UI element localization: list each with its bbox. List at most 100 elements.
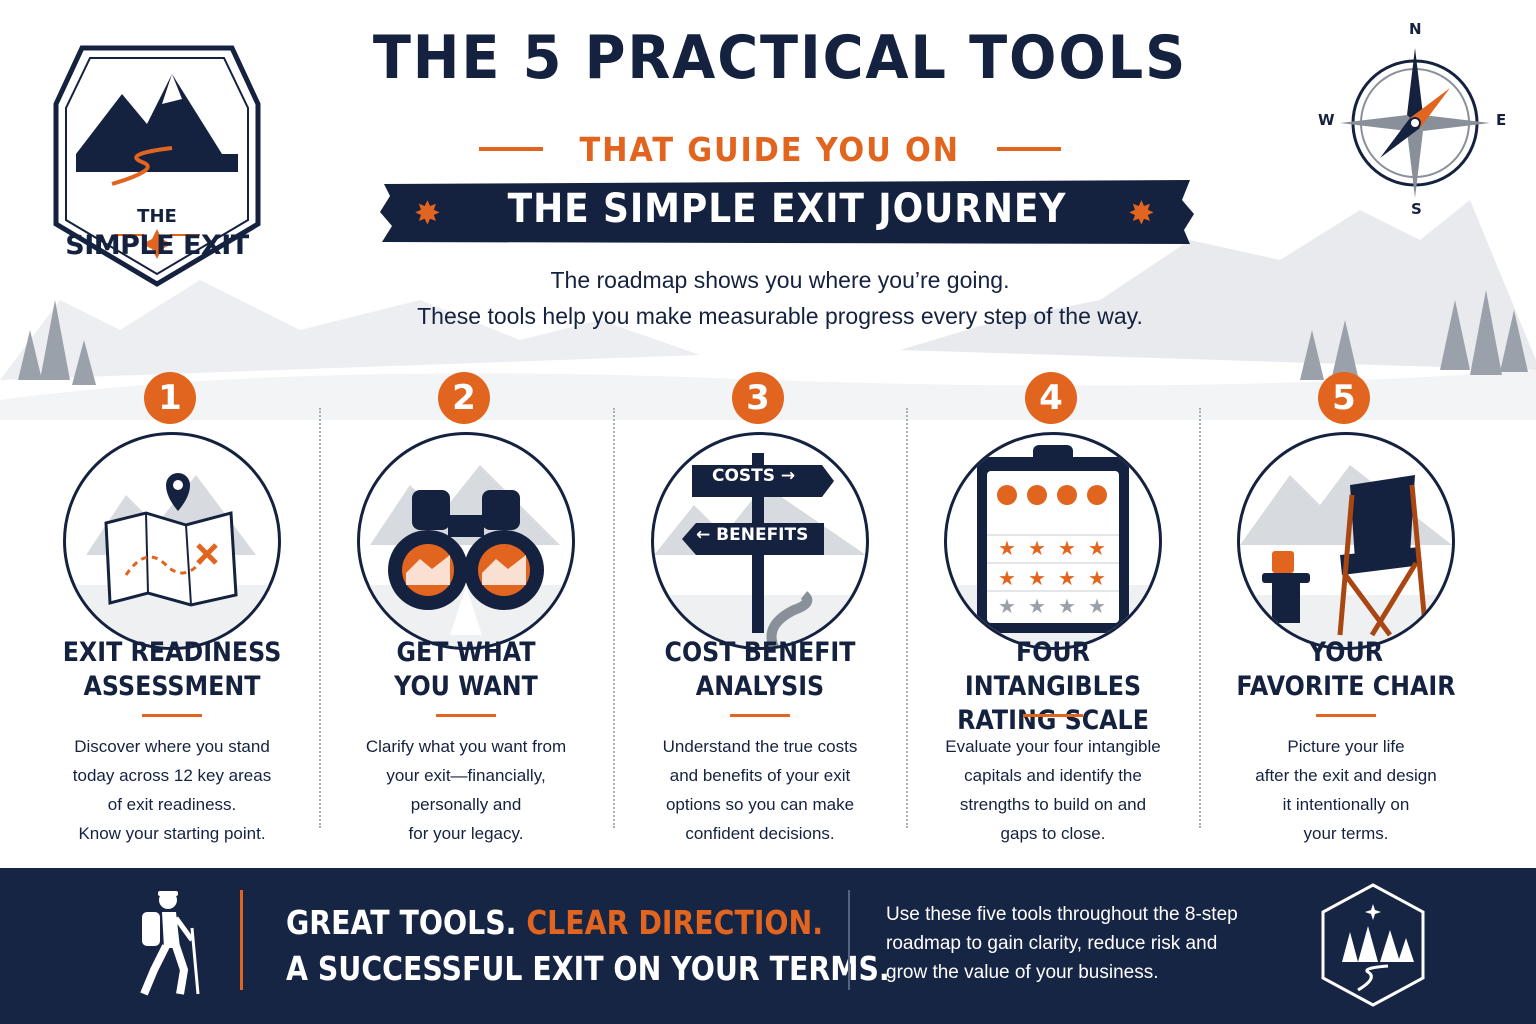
tool-title: COST BENEFIT ANALYSIS	[632, 636, 889, 704]
compass-east: E	[1496, 111, 1507, 129]
svg-text:★: ★	[998, 536, 1016, 560]
tool-number-badge: 5	[1318, 372, 1370, 424]
desc-line: Understand the true costs	[662, 737, 858, 756]
page-title: THE 5 PRACTICAL TOOLS	[372, 23, 1188, 93]
desc-line: and benefits of your exit	[669, 766, 851, 785]
tool-title: YOUR FAVORITE CHAIR	[1218, 636, 1475, 704]
column-separator	[319, 408, 321, 828]
column-separator	[1199, 408, 1201, 828]
svg-text:★: ★	[1058, 536, 1076, 560]
svg-text:★: ★	[1058, 594, 1076, 618]
title-underline	[1023, 714, 1083, 717]
footer-divider	[848, 890, 850, 990]
title-underline	[730, 714, 790, 717]
signpost-icon: COSTS → ← BENEFITS	[651, 432, 869, 650]
compass-south: S	[1411, 200, 1422, 218]
desc-line: Evaluate your four intangible	[945, 737, 1161, 756]
desc-line: strengths to build on and	[959, 795, 1147, 814]
desc-line: your terms.	[1303, 824, 1389, 843]
intro-text: The roadmap shows you where you’re going…	[300, 262, 1260, 334]
logo-name-label: SIMPLE EXIT	[65, 230, 249, 261]
tool-number-badge: 1	[144, 372, 196, 424]
compass-west: W	[1318, 111, 1335, 129]
tool-title: GET WHAT YOU WANT	[338, 636, 595, 704]
tool-title-line-1: GET WHAT	[396, 637, 536, 668]
svg-text:★: ★	[1028, 566, 1046, 590]
slogan-line-2: A SUCCESSFUL EXIT ON YOUR TERMS.	[286, 949, 890, 988]
page-subtitle: THAT GUIDE YOU ON	[579, 129, 961, 169]
title-underline	[142, 714, 202, 717]
desc-line: personally and	[410, 795, 522, 814]
svg-text:★: ★	[1028, 594, 1046, 618]
footer-desc-line: grow the value of your business.	[886, 962, 1159, 983]
tool-number-badge: 4	[1025, 372, 1077, 424]
tool-title-line-1: COST BENEFIT	[664, 637, 856, 668]
footer-desc-line: roadmap to gain clarity, reduce risk and	[886, 933, 1218, 954]
tool-title-line-2: FAVORITE CHAIR	[1236, 671, 1456, 702]
slogan-clear-direction: CLEAR DIRECTION.	[526, 903, 824, 942]
svg-text:★: ★	[1058, 566, 1076, 590]
intro-line-1: The roadmap shows you where you’re going…	[550, 267, 1010, 293]
intro-line-2: These tools help you make measurable pro…	[417, 303, 1143, 329]
footer-accent-bar	[240, 890, 243, 990]
column-separator	[613, 408, 615, 828]
banner-title: THE SIMPLE EXIT JOURNEY	[507, 186, 1067, 232]
treasure-map-icon	[63, 432, 281, 650]
binoculars-icon	[357, 432, 575, 650]
landscape-background	[0, 200, 1536, 420]
slogan-great-tools: GREAT TOOLS.	[286, 903, 527, 942]
tool-title: FOUR INTANGIBLES RATING SCALE	[925, 636, 1182, 738]
desc-line: today across 12 key areas	[72, 766, 272, 785]
svg-text:★: ★	[1088, 566, 1106, 590]
desc-line: it intentionally on	[1282, 795, 1410, 814]
desc-line: Clarify what you want from	[365, 737, 567, 756]
compass-icon: N S E W	[1310, 18, 1520, 218]
subtitle-dash-left	[479, 147, 544, 151]
tool-favorite-chair: 5 YOUR FAVORITE CHAIR Picture your life …	[1200, 368, 1492, 848]
tool-title-line-1: EXIT READINESS	[62, 637, 282, 668]
tool-title-line-2: YOU WANT	[394, 671, 538, 702]
tool-number-badge: 3	[732, 372, 784, 424]
subtitle-dash-right	[996, 147, 1061, 151]
tool-title-line-1: FOUR INTANGIBLES	[964, 637, 1142, 702]
sign-costs-label: COSTS →	[712, 466, 796, 486]
logo-the-label: THE	[137, 206, 177, 227]
svg-text:★: ★	[1088, 594, 1106, 618]
journey-banner: ✸ THE SIMPLE EXIT JOURNEY ✸	[378, 178, 1196, 246]
footer-slogan: GREAT TOOLS. CLEAR DIRECTION. A SUCCESSF…	[286, 900, 890, 992]
desc-line: gaps to close.	[1000, 824, 1106, 843]
desc-line: your exit—financially,	[386, 766, 546, 785]
camp-chair-icon	[1237, 432, 1455, 650]
tool-description: Understand the true costs and benefits o…	[624, 732, 896, 848]
title-underline	[436, 714, 496, 717]
desc-line: options so you can make	[665, 795, 855, 814]
desc-line: Discover where you stand	[74, 737, 270, 756]
rating-clipboard-icon: ★★★★ ★★★★ ★★★★	[944, 432, 1162, 650]
footer-description: Use these five tools throughout the 8-st…	[886, 900, 1306, 987]
tool-cost-benefit: 3 COSTS → ← BENEFITS COST BENEFIT ANALYS…	[614, 368, 906, 848]
desc-line: for your legacy.	[408, 824, 524, 843]
sign-benefits-label: ← BENEFITS	[696, 525, 809, 545]
desc-line: confident decisions.	[685, 824, 835, 843]
tool-description: Clarify what you want from your exit—fin…	[330, 732, 602, 848]
svg-text:★: ★	[998, 566, 1016, 590]
hiker-icon	[140, 891, 200, 996]
banner-star-right-icon: ✸	[1128, 195, 1155, 231]
column-separator	[906, 408, 908, 828]
footer-banner: GREAT TOOLS. CLEAR DIRECTION. A SUCCESSF…	[0, 868, 1536, 1024]
tool-description: Evaluate your four intangible capitals a…	[917, 732, 1189, 848]
simple-exit-logo: THE SIMPLE EXIT	[52, 44, 262, 288]
footer-desc-line: Use these five tools throughout the 8-st…	[886, 904, 1238, 925]
title-underline	[1316, 714, 1376, 717]
tool-title-line-2: ANALYSIS	[695, 671, 825, 702]
desc-line: capitals and identify the	[964, 766, 1142, 785]
desc-line: of exit readiness.	[107, 795, 237, 814]
tool-four-intangibles: 4 ★★★★ ★★★★ ★★★★ FOUR INTANGIBLES RATING…	[907, 368, 1199, 848]
compass-north: N	[1409, 20, 1422, 38]
tool-exit-readiness: 1 EXIT READINESS ASSESSMENT Discover whe…	[26, 368, 318, 848]
tool-title-line-2: RATING SCALE	[957, 705, 1149, 736]
subtitle-row: THAT GUIDE YOU ON	[460, 124, 1080, 174]
desc-line: Picture your life	[1287, 737, 1405, 756]
desc-line: after the exit and design	[1255, 766, 1437, 785]
svg-text:★: ★	[998, 594, 1016, 618]
